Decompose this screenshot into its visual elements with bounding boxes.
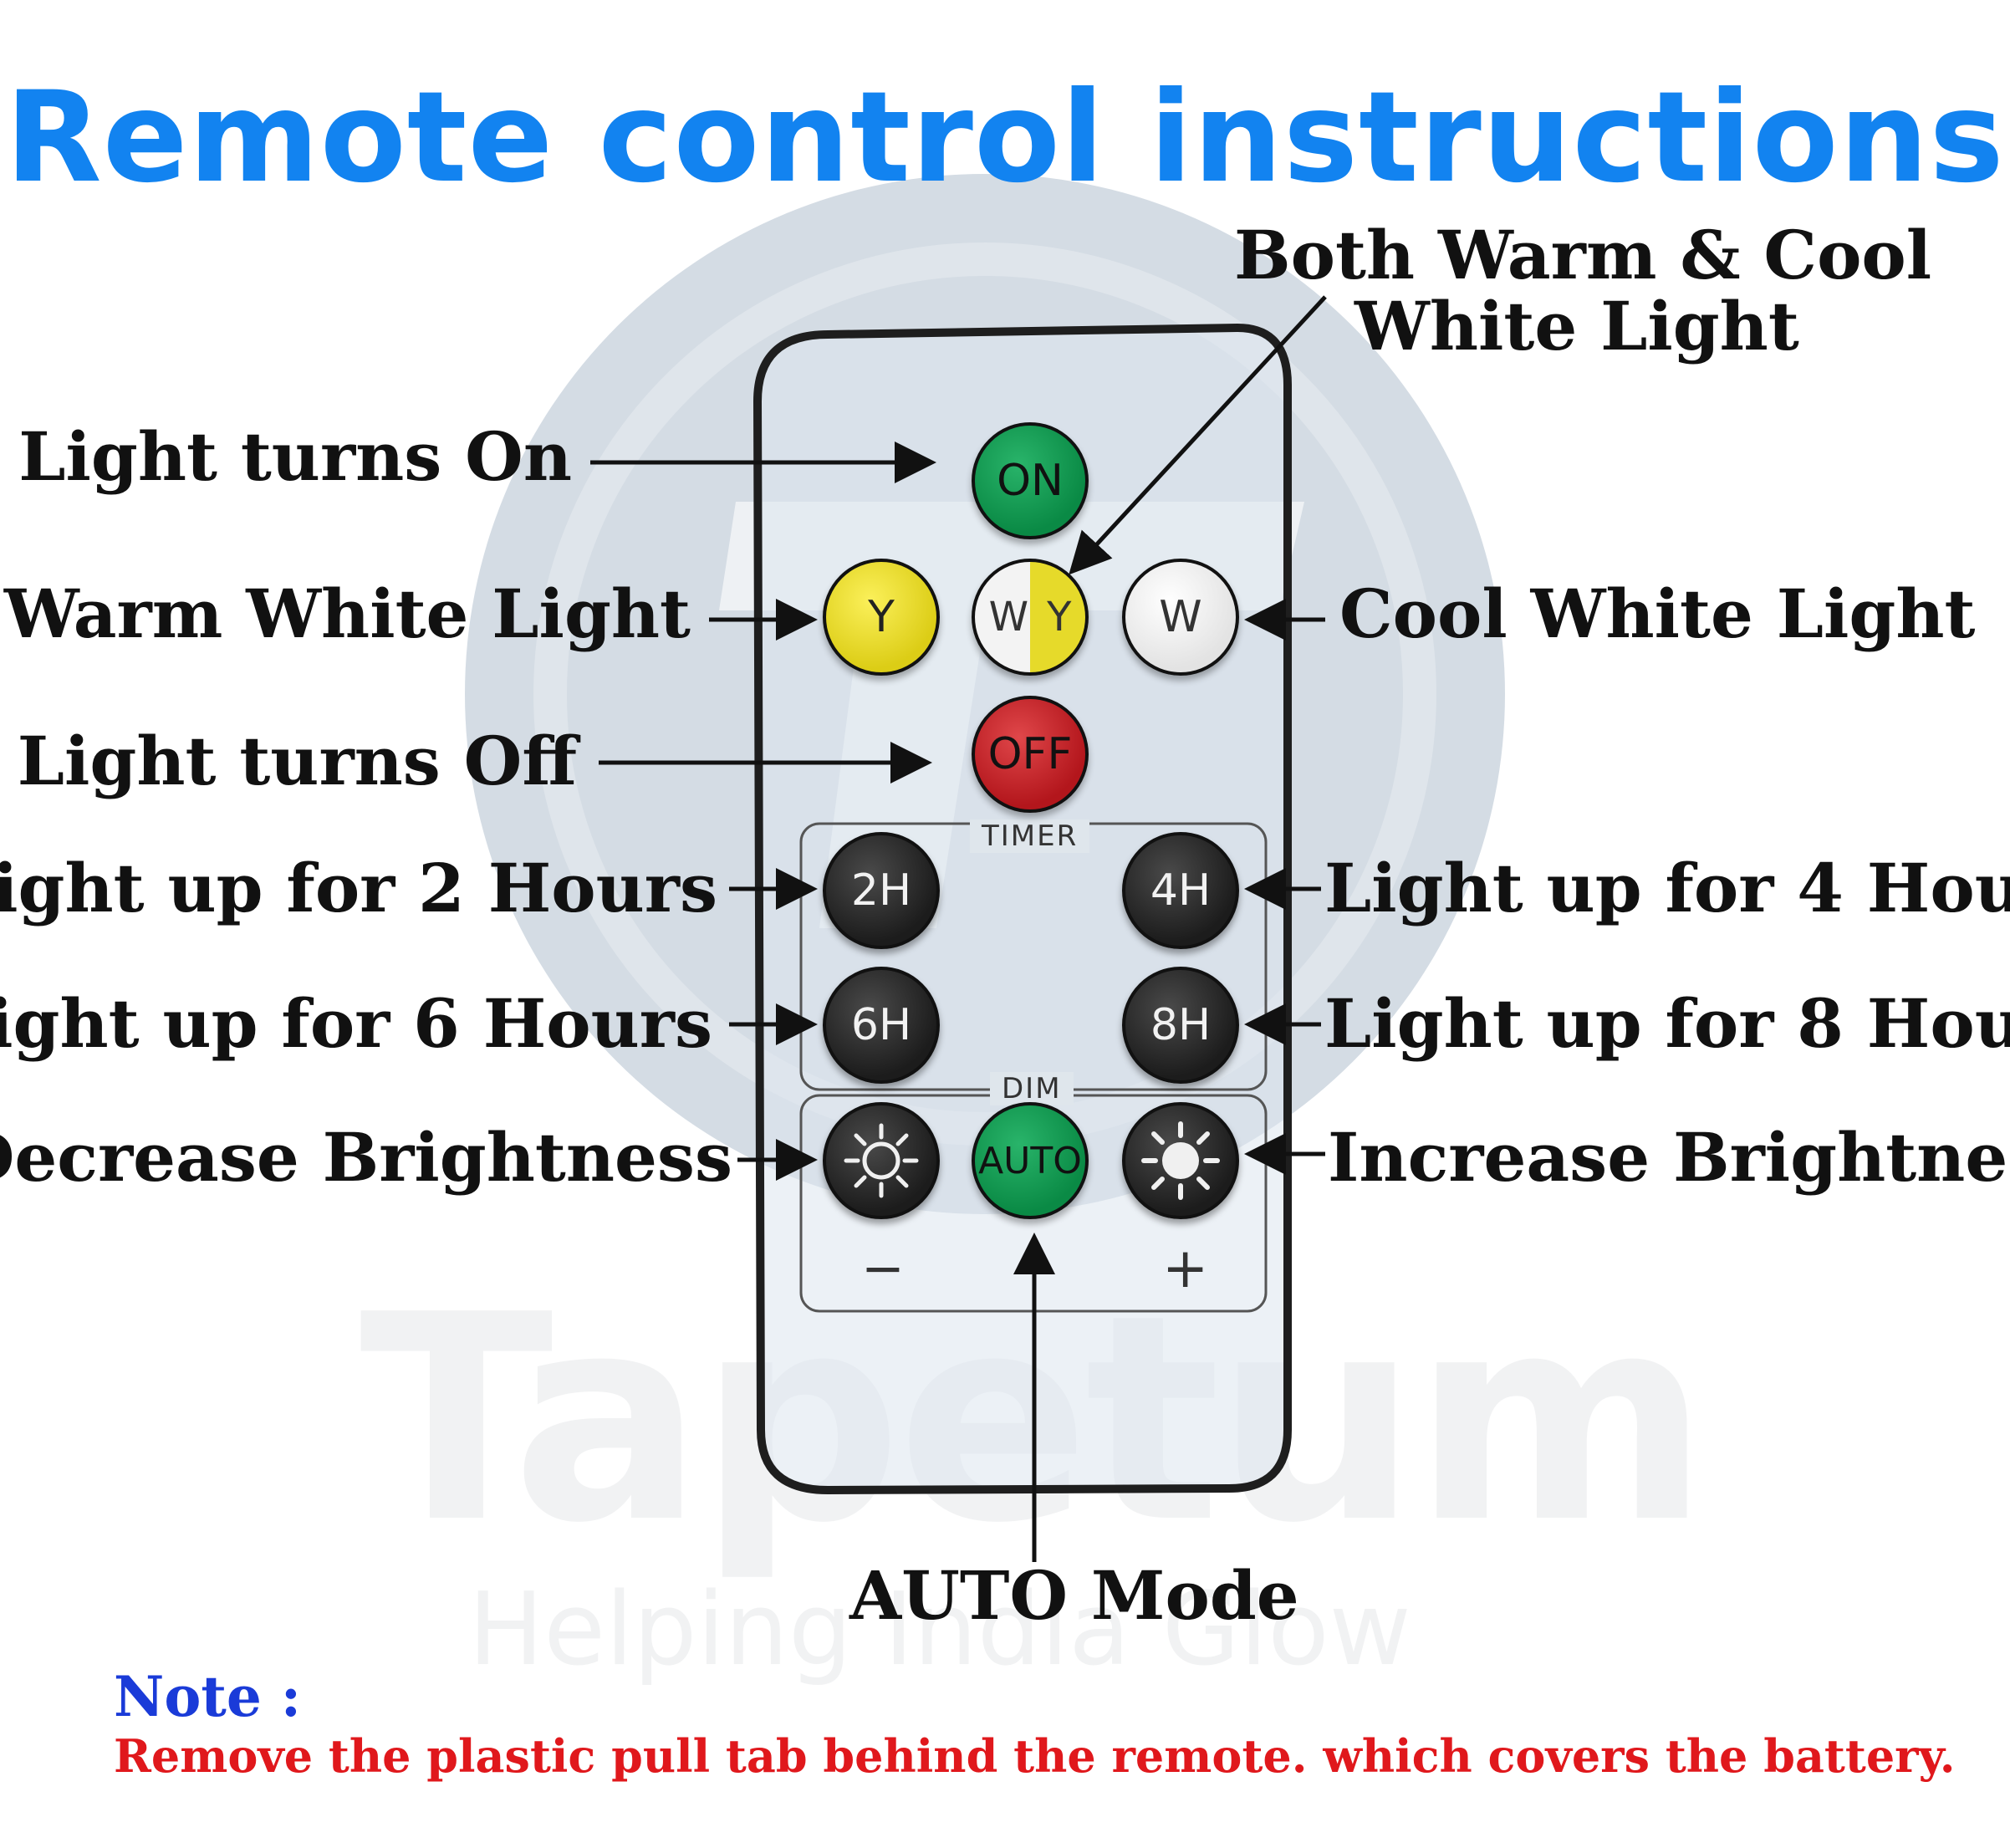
watermark-tagline: Helping India Glow	[468, 1572, 1411, 1688]
timer-2h-button[interactable]: 2H	[823, 832, 940, 949]
dim-label: DIM	[990, 1072, 1074, 1105]
off-button[interactable]: OFF	[972, 696, 1089, 813]
sun-bright-icon	[1141, 1121, 1220, 1200]
off-button-label: OFF	[987, 729, 1073, 779]
label-2h: Light up for 2 Hours	[0, 849, 717, 927]
sun-dim-icon	[844, 1123, 919, 1198]
both-white-button[interactable]: W Y	[972, 559, 1089, 676]
note-text: Remove the plastic pull tab behind the r…	[114, 1729, 1956, 1783]
label-cool: Cool White Light	[1339, 574, 1976, 653]
auto-button[interactable]: AUTO	[972, 1102, 1089, 1219]
timer-2h-label: 2H	[850, 865, 912, 916]
label-both-1: Both Warm & Cool	[1234, 216, 1932, 294]
timer-6h-button[interactable]: 6H	[823, 967, 940, 1084]
warm-white-button[interactable]: Y	[823, 559, 940, 676]
both-white-w-label: W	[988, 594, 1029, 641]
label-increase: Increase Brightness	[1328, 1118, 2010, 1197]
label-auto: AUTO Mode	[849, 1556, 1299, 1635]
label-light-on: Light turns On	[18, 417, 572, 496]
minus-sign: −	[861, 1238, 905, 1299]
label-both-2: White Light	[1354, 287, 1799, 365]
decrease-brightness-button[interactable]	[823, 1102, 940, 1219]
increase-brightness-button[interactable]	[1122, 1102, 1239, 1219]
timer-6h-label: 6H	[850, 1000, 912, 1050]
plus-sign: +	[1162, 1236, 1209, 1300]
on-button-label: ON	[997, 456, 1064, 506]
on-button[interactable]: ON	[972, 422, 1089, 539]
label-decrease: Decrease Brightness	[0, 1118, 732, 1197]
timer-label: TIMER	[970, 819, 1090, 853]
both-white-y-label: Y	[1047, 594, 1072, 641]
label-light-off: Light turns Off	[17, 722, 577, 800]
page-title: Remote control instructions	[5, 65, 2005, 211]
cool-white-button[interactable]: W	[1122, 559, 1239, 676]
label-warm: Warm White Light	[3, 574, 691, 653]
note-heading: Note :	[114, 1664, 302, 1729]
auto-button-label: AUTO	[978, 1139, 1082, 1182]
label-4h: Light up for 4 Hours	[1324, 849, 2010, 927]
cool-white-button-label: W	[1159, 592, 1202, 642]
arrow-both	[1069, 295, 1327, 575]
timer-4h-button[interactable]: 4H	[1122, 832, 1239, 949]
label-6h: Light up for 6 Hours	[0, 984, 712, 1063]
warm-white-button-label: Y	[868, 592, 895, 642]
timer-4h-label: 4H	[1150, 865, 1212, 916]
timer-8h-label: 8H	[1150, 1000, 1212, 1050]
label-8h: Light up for 8 Hours	[1324, 984, 2010, 1063]
timer-8h-button[interactable]: 8H	[1122, 967, 1239, 1084]
